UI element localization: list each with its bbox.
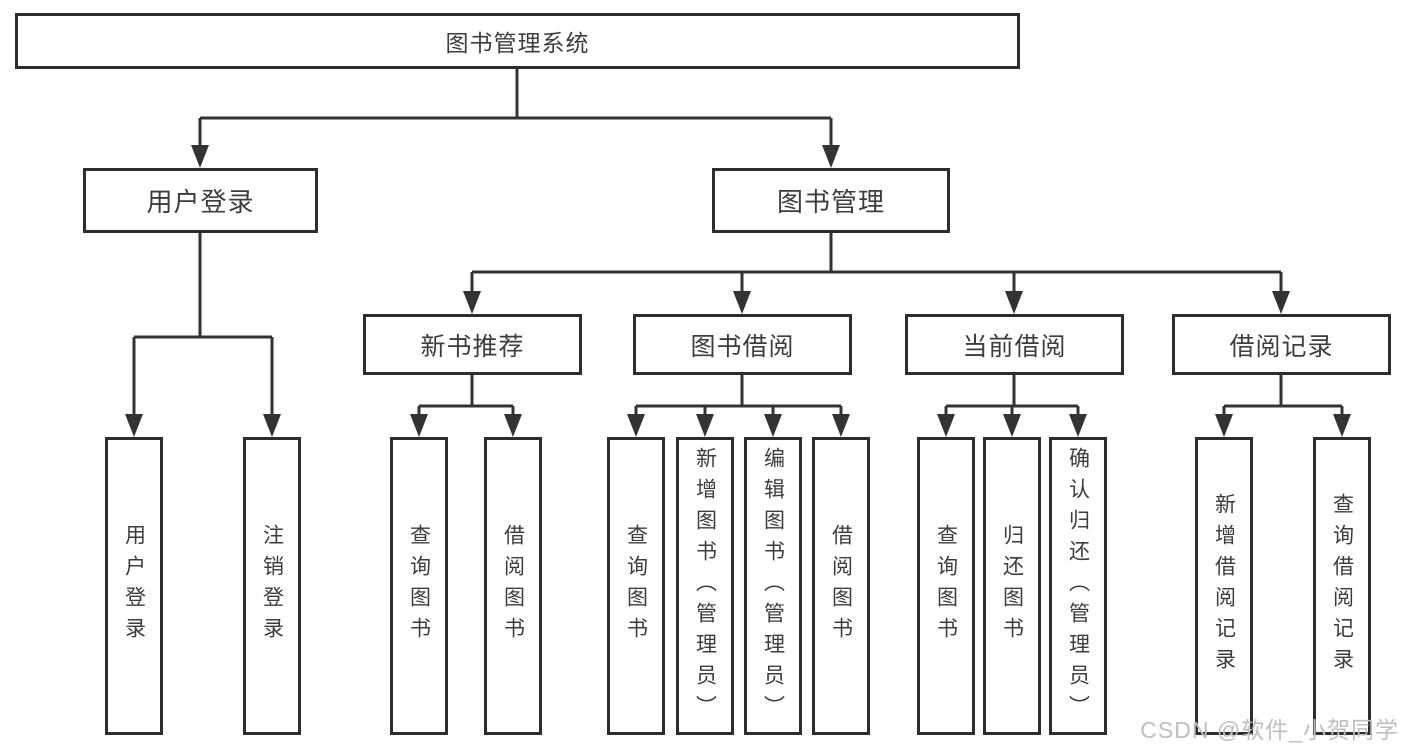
leaf-logout: 注销登录: [243, 437, 301, 735]
leaf-confirm-return-admin-label: 确认归还（管理员）: [1066, 446, 1090, 726]
leaf-add-book-admin: 新增图书（管理员）: [676, 437, 734, 735]
leaf-add-borrow-record-label: 新增借阅记录: [1212, 493, 1236, 679]
node-borrow-records: 借阅记录: [1172, 314, 1391, 375]
leaf-borrow-books-recommend: 借阅图书: [484, 437, 542, 735]
leaf-query-borrow-record: 查询借阅记录: [1313, 437, 1371, 735]
leaf-query-books-borrow-label: 查询图书: [624, 524, 648, 648]
leaf-add-book-admin-label: 新增图书（管理员）: [693, 446, 717, 726]
leaf-query-books-current: 查询图书: [917, 437, 975, 735]
node-root-label: 图书管理系统: [445, 30, 590, 56]
leaf-edit-book-admin-label: 编辑图书（管理员）: [761, 446, 785, 726]
leaf-query-books-borrow: 查询图书: [607, 437, 665, 735]
node-user-login: 用户登录: [83, 168, 318, 233]
leaf-user-login: 用户登录: [105, 437, 163, 735]
leaf-borrow-books-recommend-label: 借阅图书: [501, 524, 525, 648]
leaf-query-books-current-label: 查询图书: [934, 524, 958, 648]
node-current-borrow-label: 当前借阅: [962, 332, 1067, 361]
leaf-confirm-return-admin: 确认归还（管理员）: [1049, 437, 1107, 735]
leaf-query-books-recommend: 查询图书: [390, 437, 448, 735]
leaf-add-borrow-record: 新增借阅记录: [1195, 437, 1253, 735]
csdn-watermark: CSDN @软件_小贺同学: [1140, 717, 1399, 743]
leaf-return-book-label: 归还图书: [1000, 524, 1024, 648]
node-user-login-label: 用户登录: [146, 187, 255, 217]
leaf-borrow-books: 借阅图书: [812, 437, 870, 735]
node-borrow-records-label: 借阅记录: [1229, 332, 1334, 361]
tree-edges: [132, 69, 1344, 420]
leaf-query-books-recommend-label: 查询图书: [407, 524, 431, 648]
leaf-query-borrow-record-label: 查询借阅记录: [1330, 493, 1354, 679]
node-book-borrow-label: 图书借阅: [690, 332, 795, 361]
node-book-management: 图书管理: [712, 168, 950, 233]
node-root: 图书管理系统: [15, 13, 1020, 69]
leaf-logout-label: 注销登录: [260, 524, 284, 648]
leaf-user-login-label: 用户登录: [122, 524, 146, 648]
leaf-borrow-books-label: 借阅图书: [829, 524, 853, 648]
node-new-book-recommend: 新书推荐: [363, 314, 582, 375]
node-new-book-recommend-label: 新书推荐: [420, 332, 525, 361]
leaf-return-book: 归还图书: [983, 437, 1041, 735]
node-current-borrow: 当前借阅: [905, 314, 1124, 375]
node-book-borrow: 图书借阅: [633, 314, 852, 375]
leaf-edit-book-admin: 编辑图书（管理员）: [744, 437, 802, 735]
node-book-management-label: 图书管理: [776, 187, 885, 217]
arrowheads: [125, 145, 1351, 437]
